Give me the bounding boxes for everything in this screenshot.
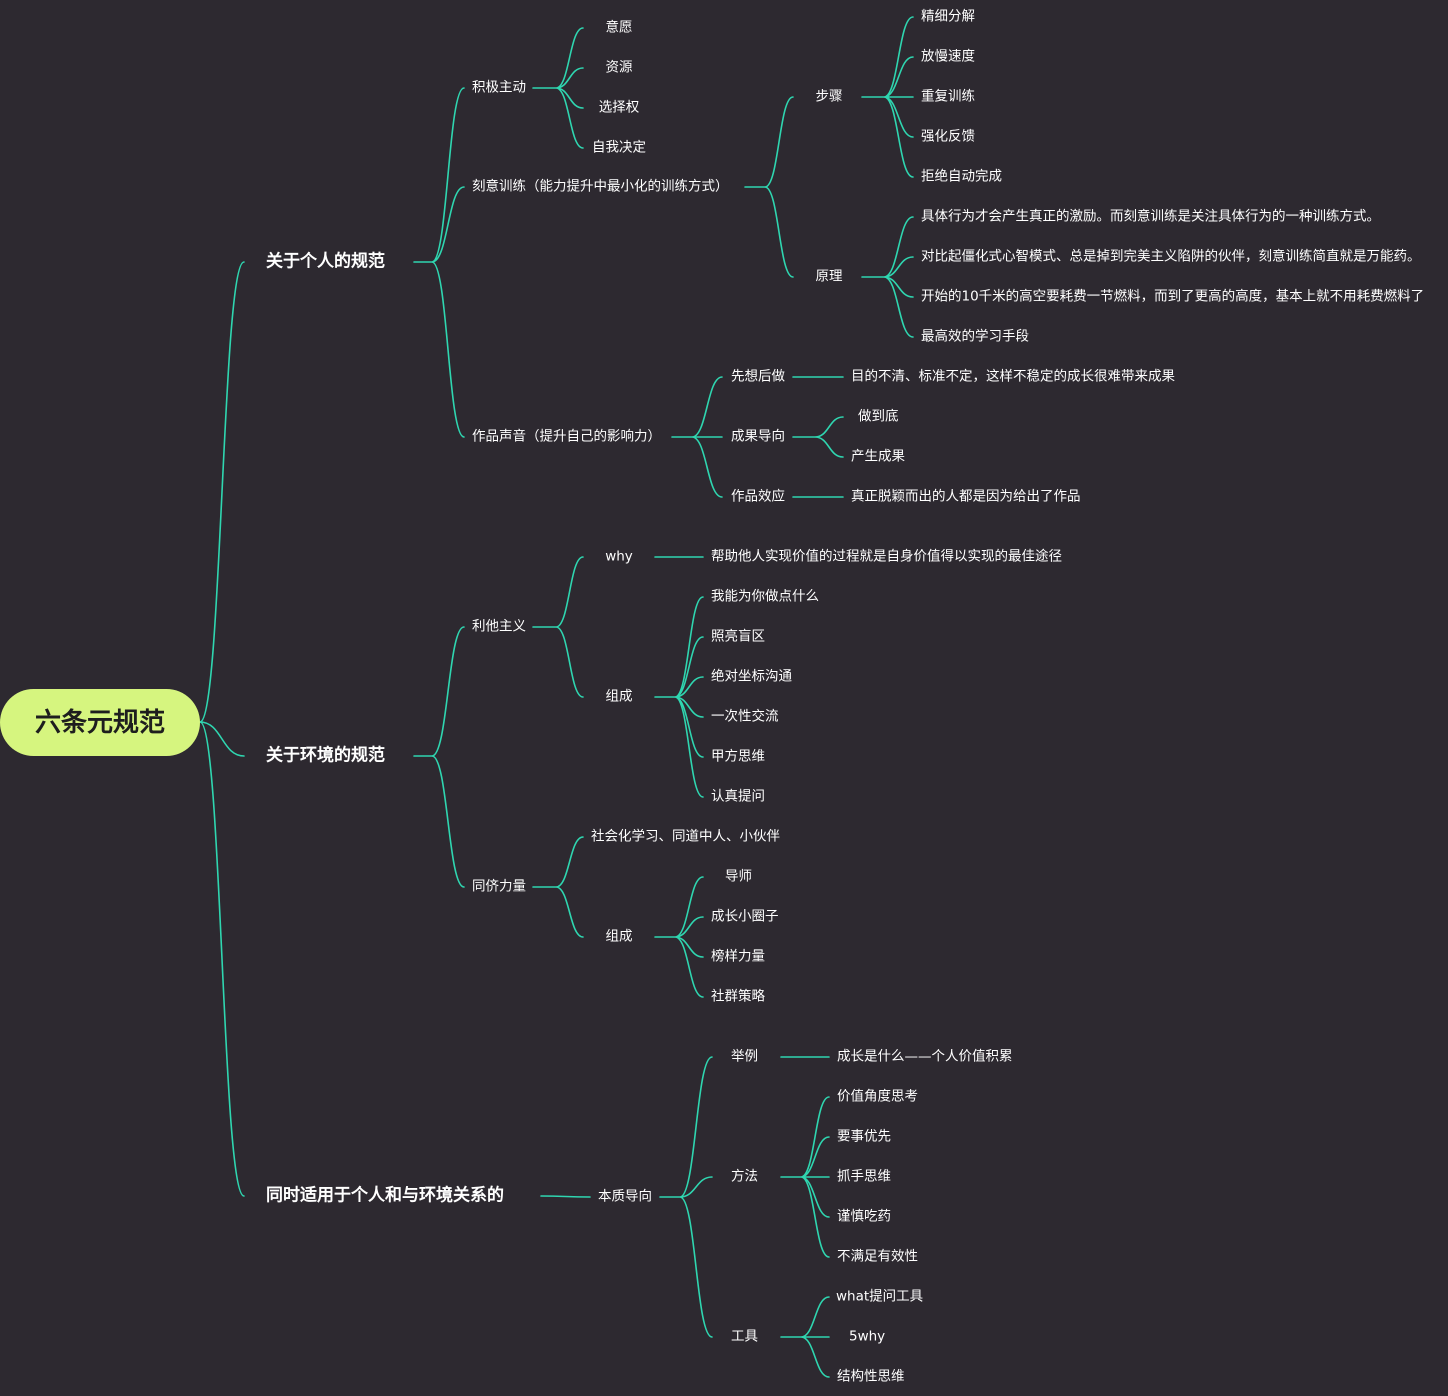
topic-example[interactable]: 举例: [731, 1048, 758, 1065]
topic-works-voice[interactable]: 作品声音（提升自己的影响力）: [472, 428, 661, 445]
topic-altruism[interactable]: 利他主义: [472, 618, 526, 635]
leaf-example-detail[interactable]: 成长是什么——个人价值积累: [837, 1048, 1013, 1065]
edges-practice: [744, 96, 794, 278]
edges-personal: [413, 87, 465, 438]
topic-altruism-composition[interactable]: 组成: [605, 688, 633, 705]
leaf-peer-1[interactable]: 导师: [725, 868, 752, 885]
edges-altruism: [532, 556, 584, 698]
edges-altruism-composition: [654, 596, 704, 798]
leaf-principle-2[interactable]: 对比起僵化式心智模式、总是掉到完美主义陷阱的伙伴，刻意训练简直就是万能药。: [921, 248, 1421, 265]
edge-root-personal: [199, 261, 245, 723]
topic-steps[interactable]: 步骤: [815, 88, 843, 105]
topic-works-effect[interactable]: 作品效应: [731, 488, 785, 505]
branch-personal[interactable]: 关于个人的规范: [266, 251, 385, 272]
edges-principle: [861, 216, 914, 338]
leaf-tool-1[interactable]: what提问工具: [836, 1288, 924, 1305]
edge-root-both: [199, 721, 245, 1197]
leaf-step-5[interactable]: 拒绝自动完成: [921, 168, 1002, 185]
leaf-social-learning[interactable]: 社会化学习、同道中人、小伙伴: [591, 828, 780, 845]
leaf-step-1[interactable]: 精细分解: [921, 8, 975, 25]
leaf-tool-3[interactable]: 结构性思维: [837, 1368, 905, 1385]
topic-peer-power[interactable]: 同侪力量: [472, 878, 526, 895]
leaf-method-3[interactable]: 抓手思维: [837, 1168, 891, 1185]
leaf-method-5[interactable]: 不满足有效性: [837, 1248, 918, 1265]
topic-method[interactable]: 方法: [731, 1168, 758, 1185]
leaf-principle-4[interactable]: 最高效的学习手段: [921, 328, 1029, 345]
topic-think-first[interactable]: 先想后做: [731, 368, 785, 385]
leaf-peer-4[interactable]: 社群策略: [711, 988, 765, 1005]
leaf-method-2[interactable]: 要事优先: [837, 1128, 891, 1145]
leaf-method-4[interactable]: 谨慎吃药: [837, 1208, 891, 1225]
edges-steps: [861, 16, 914, 178]
edges-essence: [659, 1056, 713, 1338]
leaf-tool-2[interactable]: 5why: [849, 1328, 886, 1345]
edges-peer-composition: [654, 876, 704, 998]
topic-proactive[interactable]: 积极主动: [472, 79, 526, 96]
leaf-altruism-2[interactable]: 照亮盲区: [711, 628, 765, 645]
leaf-principle-3[interactable]: 开始的10千米的高空要耗费一节燃料，而到了更高的高度，基本上就不用耗费燃料了: [921, 288, 1425, 305]
leaf-altruism-6[interactable]: 认真提问: [711, 788, 765, 805]
topic-deliberate-practice[interactable]: 刻意训练（能力提升中最小化的训练方式）: [472, 178, 729, 195]
branch-both[interactable]: 同时适用于个人和与环境关系的: [266, 1185, 504, 1206]
edge-root-environment: [199, 721, 245, 757]
topic-tools[interactable]: 工具: [731, 1328, 758, 1345]
leaf-works-effect-detail[interactable]: 真正脱颖而出的人都是因为给出了作品: [851, 488, 1081, 505]
edges-peers: [532, 836, 584, 938]
leaf-altruism-1[interactable]: 我能为你做点什么: [711, 588, 819, 605]
leaf-think-first-detail[interactable]: 目的不清、标准不定，这样不稳定的成长很难带来成果: [851, 368, 1175, 385]
leaf-self-determination[interactable]: 自我决定: [592, 139, 646, 156]
leaf-why-detail[interactable]: 帮助他人实现价值的过程就是自身价值得以实现的最佳途径: [711, 548, 1062, 565]
topic-principle[interactable]: 原理: [815, 268, 843, 285]
edges-environment: [413, 626, 465, 888]
branch-environment[interactable]: 关于环境的规范: [266, 745, 385, 766]
leaf-results-1[interactable]: 做到底: [858, 408, 899, 425]
root-topic[interactable]: 六条元规范: [0, 689, 200, 756]
leaf-altruism-5[interactable]: 甲方思维: [711, 748, 765, 765]
edges-proactive: [532, 27, 584, 149]
topic-results[interactable]: 成果导向: [731, 428, 785, 445]
edge-both-essence: [540, 1195, 591, 1198]
leaf-results-2[interactable]: 产生成果: [851, 448, 905, 465]
leaf-method-1[interactable]: 价值角度思考: [837, 1088, 918, 1105]
leaf-step-2[interactable]: 放慢速度: [921, 48, 975, 65]
leaf-step-3[interactable]: 重复训练: [921, 88, 975, 105]
topic-essence[interactable]: 本质导向: [598, 1188, 652, 1205]
edges-works: [671, 376, 723, 498]
edges-tools: [780, 1296, 830, 1378]
leaf-altruism-3[interactable]: 绝对坐标沟通: [711, 668, 792, 685]
leaf-altruism-4[interactable]: 一次性交流: [711, 708, 779, 725]
leaf-peer-3[interactable]: 榜样力量: [711, 948, 765, 965]
topic-why[interactable]: why: [605, 548, 633, 565]
leaf-willingness[interactable]: 意愿: [605, 19, 633, 36]
leaf-resources[interactable]: 资源: [605, 59, 633, 76]
edges-method: [780, 1096, 830, 1258]
leaf-principle-1[interactable]: 具体行为才会产生真正的激励。而刻意训练是关注具体行为的一种训练方式。: [921, 208, 1380, 225]
topic-peer-composition[interactable]: 组成: [605, 928, 633, 945]
leaf-step-4[interactable]: 强化反馈: [921, 128, 975, 145]
leaf-peer-2[interactable]: 成长小圈子: [711, 908, 779, 925]
edges-results: [792, 416, 844, 458]
leaf-choice[interactable]: 选择权: [598, 99, 640, 116]
